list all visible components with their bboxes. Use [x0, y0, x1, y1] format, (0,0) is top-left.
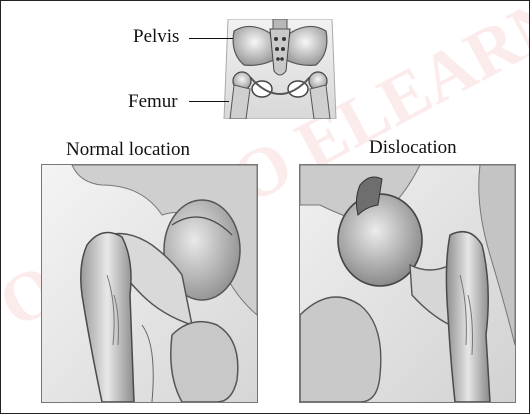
normal-location-caption: Normal location: [66, 140, 190, 159]
pelvis-illustration: [220, 19, 340, 119]
dislocated-hip-illustration: [299, 164, 516, 403]
dislocation-caption: Dislocation: [369, 138, 457, 157]
pelvis-label: Pelvis: [133, 27, 179, 46]
femur-label: Femur: [128, 92, 178, 111]
pelvis-leader-line: [189, 38, 233, 39]
normal-hip-illustration: [41, 164, 258, 403]
femur-leader-line: [189, 101, 229, 102]
cropped-top-caption: [151, 0, 421, 3]
